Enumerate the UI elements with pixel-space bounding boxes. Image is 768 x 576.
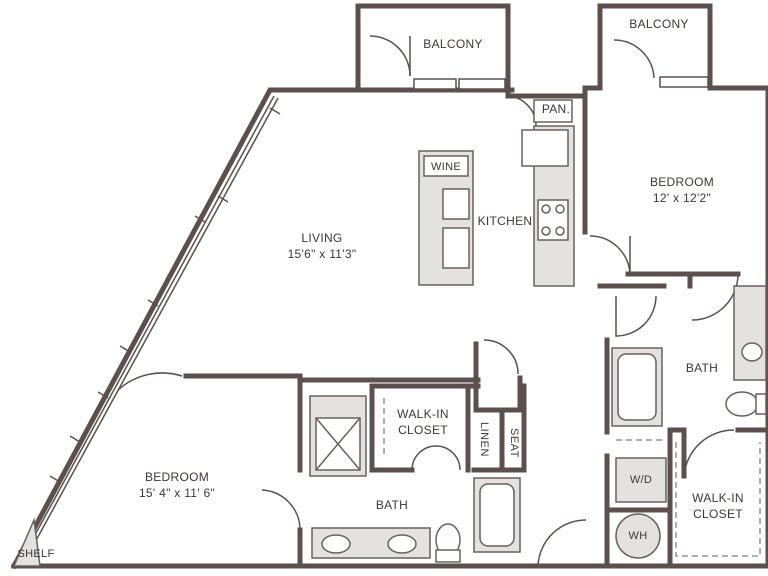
balcony-window (458, 78, 506, 90)
window-mullion (217, 195, 229, 203)
closet-rod (675, 442, 761, 557)
left-balcony-walls (355, 3, 415, 93)
door-swing (589, 235, 631, 275)
window-diagonal-mid (17, 95, 275, 567)
door-swing (613, 39, 655, 79)
walkin-right-line1: WALK-IN (692, 491, 744, 505)
door-swing (691, 273, 739, 321)
island-sink (442, 227, 470, 269)
window-mullion (269, 107, 281, 115)
bedroom-lower-label: BEDROOM (144, 470, 210, 484)
window-mullion (69, 435, 81, 443)
window-diagonal-inner (21, 97, 279, 567)
door-swing (117, 372, 183, 391)
vanity (733, 285, 767, 381)
door-swing (615, 295, 657, 337)
wall-nook (473, 341, 523, 413)
wall-bath-right-top (597, 275, 693, 289)
door-swing (537, 519, 587, 567)
door-swing (411, 445, 461, 471)
upper-exterior (280, 75, 768, 93)
balcony-window (413, 78, 457, 90)
living-size: 15'6" x 11'3" (287, 247, 357, 261)
fridge (521, 129, 569, 167)
balcony-window (659, 76, 709, 88)
door-swing (683, 429, 735, 477)
window-mullion (49, 475, 61, 483)
door-swing (261, 489, 301, 531)
water-heater (615, 513, 661, 559)
kitchen-label: KITCHEN (477, 214, 533, 228)
wall-lower-center-top (183, 373, 481, 383)
window-mullion (194, 215, 206, 223)
living-label: LIVING (301, 231, 343, 245)
wine-label: WINE (431, 161, 461, 173)
toilet (725, 391, 759, 417)
bedroom-upper-label: BEDROOM (649, 175, 715, 189)
shelf-label: SHELF (17, 548, 55, 560)
linen-label: LINEN (478, 422, 490, 457)
bath-right-label: BATH (685, 361, 719, 375)
balcony-right-label: BALCONY (629, 17, 689, 31)
shelf-triangle (12, 517, 41, 567)
bath-lower-label: BATH (375, 498, 409, 512)
door-swing (369, 35, 411, 77)
pantry-label: PAN. (541, 102, 571, 116)
washer-dryer-label: W/D (629, 474, 653, 486)
door-swing (483, 339, 519, 375)
right-balcony-outline (597, 3, 713, 91)
bedroom-lower-size: 15' 4" x 11' 6" (138, 486, 216, 500)
left-balcony-outline (355, 3, 511, 93)
walkin-right-line2: CLOSET (693, 507, 743, 521)
walkin-center-line1: WALK-IN (397, 407, 449, 421)
washer-dryer (615, 457, 667, 503)
bedroom-upper-size: 12' x 12'2" (652, 191, 712, 205)
wall-kitchen-top (505, 87, 585, 99)
wine-fridge (423, 155, 469, 177)
window-mullion (147, 299, 159, 307)
water-heater-label: WH (628, 530, 648, 542)
window-mullion (119, 345, 131, 353)
wall-seat-right (471, 383, 527, 473)
balcony-left-label: BALCONY (423, 37, 483, 51)
window-mullion (97, 391, 109, 399)
pantry-shelf (533, 99, 573, 123)
seat-label: SEAT (508, 428, 520, 458)
diagonal-wall (10, 87, 286, 570)
walkin-center-line2: CLOSET (398, 423, 448, 437)
door-swing (505, 95, 537, 127)
island-appliance (442, 188, 470, 220)
wall-closet-center (369, 383, 415, 473)
wall-right-mid (667, 427, 768, 479)
